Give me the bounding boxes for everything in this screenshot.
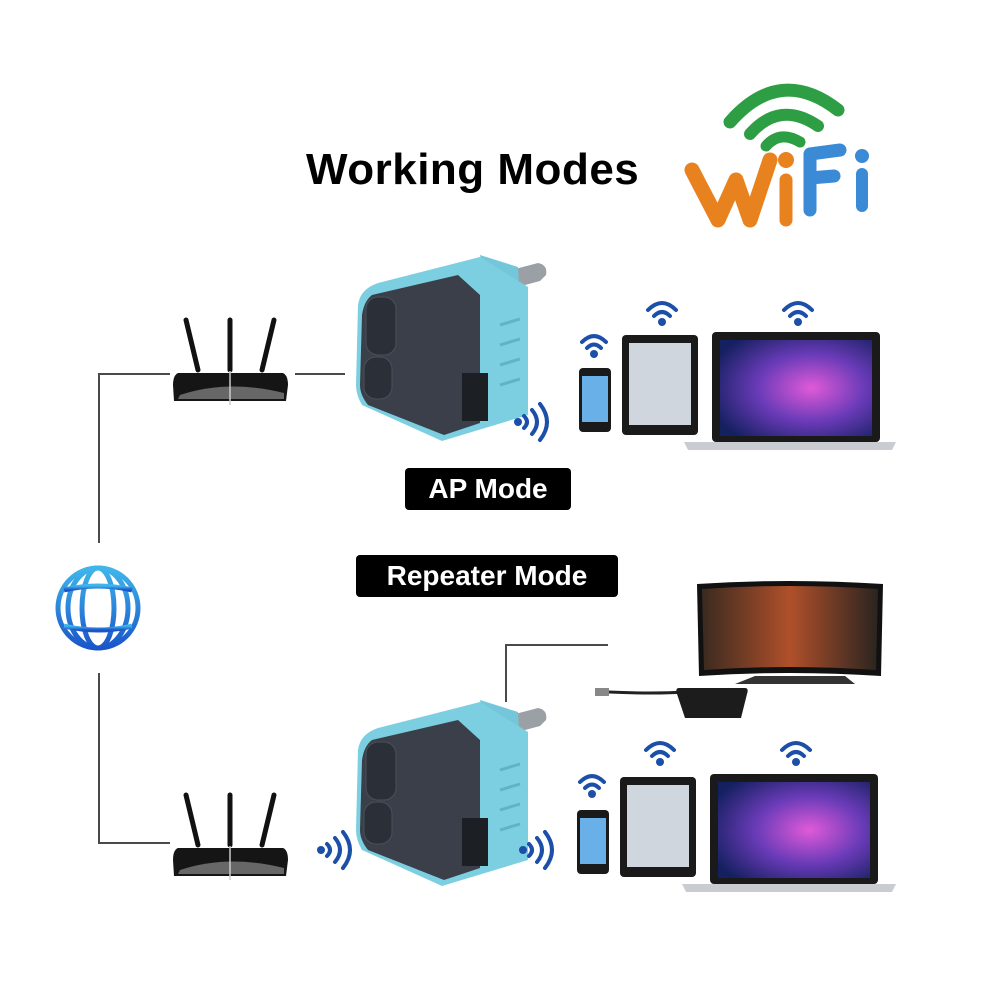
connector-line bbox=[98, 373, 170, 375]
signal-waves-icon bbox=[510, 400, 555, 445]
settop-box-icon bbox=[595, 670, 775, 725]
wifi-icon bbox=[578, 741, 812, 790]
page-title: Working Modes bbox=[306, 145, 640, 194]
connector-line bbox=[98, 842, 170, 844]
connector-line bbox=[505, 644, 507, 702]
signal-waves-icon bbox=[515, 828, 560, 873]
globe-icon bbox=[52, 562, 144, 654]
wifi-arcs-icon bbox=[684, 83, 869, 228]
connector-line bbox=[505, 644, 608, 646]
repeater-bottom bbox=[350, 690, 550, 890]
client-devices-top bbox=[570, 290, 900, 460]
ap-mode-label: AP Mode bbox=[405, 468, 571, 510]
connector-line bbox=[98, 373, 100, 543]
repeater-top bbox=[350, 245, 550, 445]
router-icon bbox=[173, 792, 288, 880]
tv-icon bbox=[695, 580, 885, 690]
router-bottom bbox=[168, 790, 293, 885]
client-devices-bottom bbox=[570, 730, 900, 900]
repeater-plug-icon bbox=[356, 255, 547, 441]
connector-line bbox=[98, 673, 100, 843]
router-icon bbox=[173, 317, 288, 405]
wifi-icon bbox=[580, 301, 814, 350]
repeater-mode-label: Repeater Mode bbox=[356, 555, 618, 597]
router-top bbox=[168, 315, 293, 410]
signal-waves-icon bbox=[313, 828, 358, 873]
wifi-logo bbox=[680, 70, 880, 230]
connector-line bbox=[295, 373, 345, 375]
repeater-plug-icon bbox=[356, 700, 547, 886]
